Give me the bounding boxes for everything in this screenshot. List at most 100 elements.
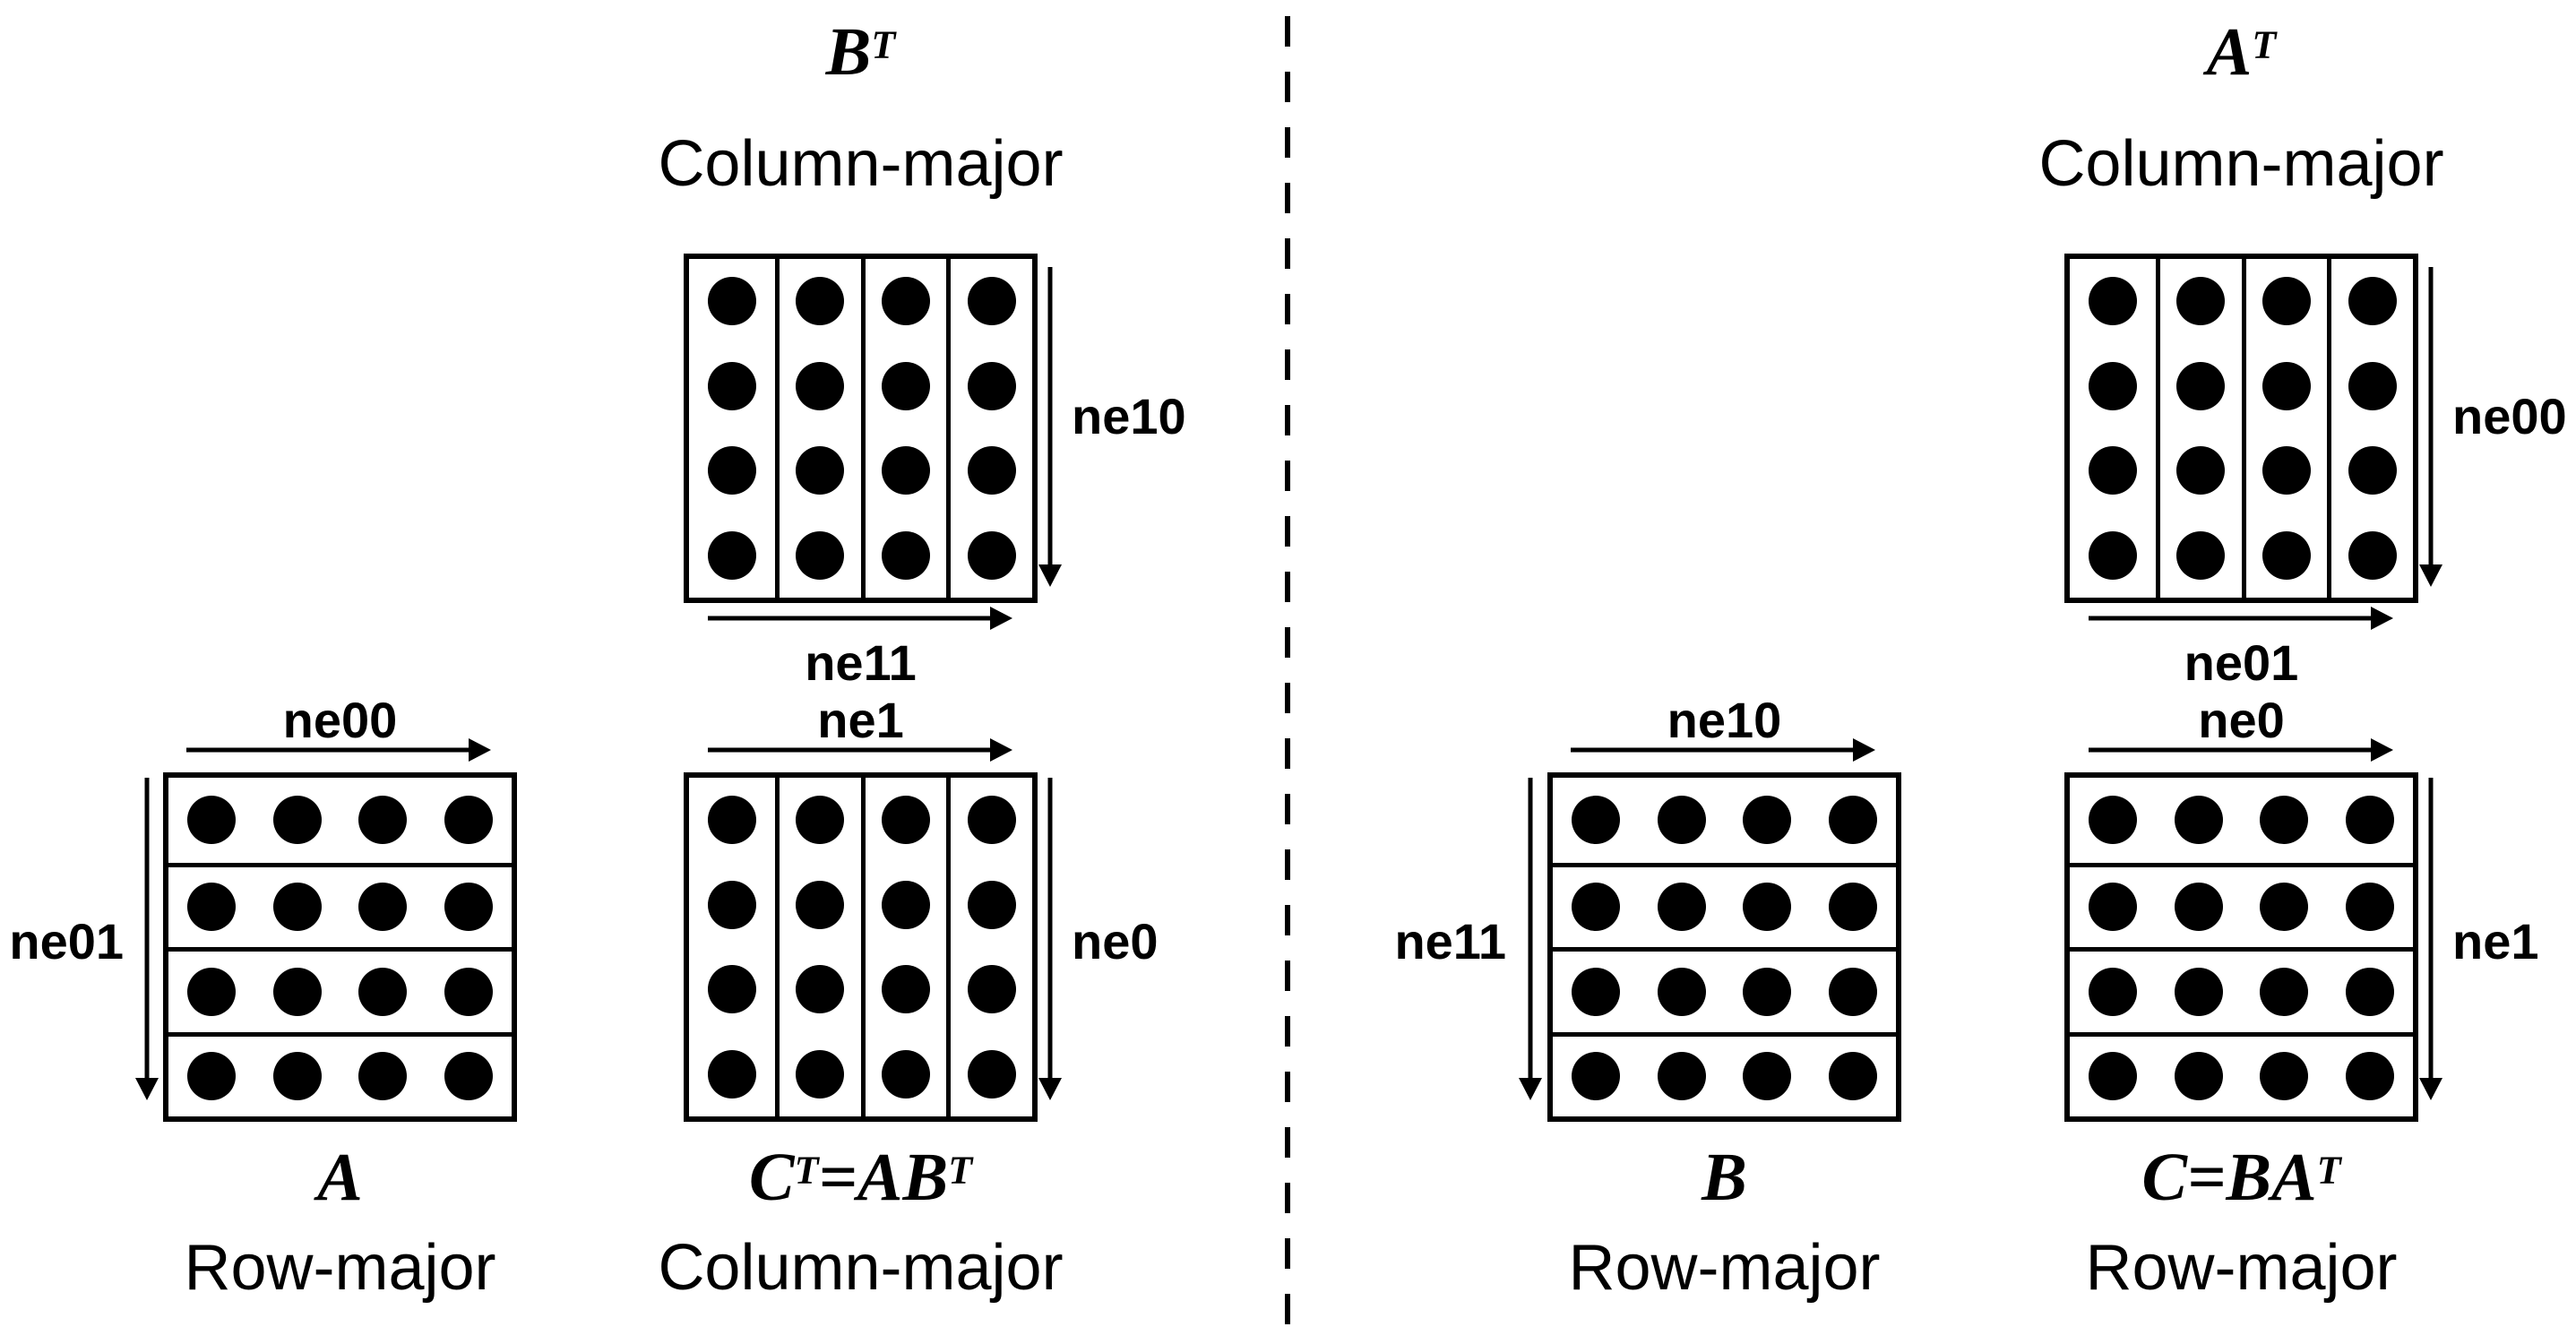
matrix-element-dot xyxy=(707,361,756,410)
matrix-name-text: B xyxy=(825,14,872,90)
matrix-element-dot xyxy=(2174,1052,2223,1101)
matrix-element-dot xyxy=(1829,967,1878,1016)
matrix-element-dot xyxy=(1829,1052,1878,1101)
matrix-element-dot xyxy=(967,880,1016,929)
matrix-element-dot xyxy=(2262,361,2311,410)
matrix-name-text: A xyxy=(317,1140,363,1215)
matrix-element-dot xyxy=(2088,967,2137,1016)
matrix-row-strip xyxy=(168,778,512,863)
matrix-element-dot xyxy=(186,1052,236,1101)
matrix-column-strip xyxy=(774,259,861,598)
matrix-element-dot xyxy=(2260,1052,2309,1101)
matrix-grid-c xyxy=(2064,772,2418,1122)
matrix-element-dot xyxy=(1657,796,1706,845)
matrix-element-dot xyxy=(707,277,756,326)
matrix-element-dot xyxy=(358,967,408,1016)
matrix-column-strip xyxy=(2070,259,2156,598)
matrix-element-dot xyxy=(272,883,322,932)
matrix-element-dot xyxy=(444,1052,494,1101)
matrix-element-dot xyxy=(796,1049,845,1098)
matrix-element-dot xyxy=(2260,796,2309,845)
matrix-element-dot xyxy=(2174,967,2223,1016)
matrix-element-dot xyxy=(707,530,756,580)
arrow-down-ne00-a-transpose xyxy=(2417,267,2444,587)
matrix-element-dot xyxy=(2348,530,2397,580)
matrix-element-dot xyxy=(967,530,1016,580)
matrix-element-dot xyxy=(881,530,930,580)
matrix-element-dot xyxy=(1657,967,1706,1016)
transpose-superscript: T xyxy=(2316,1148,2341,1193)
matrix-element-dot xyxy=(2346,883,2395,932)
matrix-column-strip xyxy=(2155,259,2242,598)
dim-label-ne00-a-transpose: ne00 xyxy=(2452,388,2567,444)
dim-label-ne01-a-transpose: ne01 xyxy=(2184,634,2299,691)
matrix-element-dot xyxy=(2174,883,2223,932)
matrix-name-text: =AB xyxy=(818,1140,949,1215)
matrix-element-dot xyxy=(444,967,494,1016)
matrix-column-strip xyxy=(2241,259,2328,598)
matrix-element-dot xyxy=(707,446,756,495)
arrow-right-ne01-a-transpose xyxy=(2089,605,2393,632)
matrix-name-b-transpose: BT xyxy=(684,18,1038,86)
matrix-element-dot xyxy=(272,796,322,845)
matrix-element-dot xyxy=(1829,796,1878,845)
matrix-element-dot xyxy=(186,967,236,1016)
matrix-element-dot xyxy=(2262,530,2311,580)
matrix-element-dot xyxy=(881,361,930,410)
matrix-element-dot xyxy=(2348,446,2397,495)
matrix-element-dot xyxy=(2262,446,2311,495)
arrow-right-ne0-c xyxy=(2089,737,2393,763)
matrix-element-dot xyxy=(881,277,930,326)
matrix-element-dot xyxy=(707,965,756,1014)
matrix-element-dot xyxy=(796,277,845,326)
matrix-row-strip xyxy=(1553,862,1896,948)
arrow-down-ne1-c xyxy=(2417,778,2444,1100)
matrix-element-dot xyxy=(444,796,494,845)
matrix-row-strip xyxy=(1553,947,1896,1032)
matrix-element-dot xyxy=(796,361,845,410)
matrix-column-strip xyxy=(860,778,947,1116)
dim-label-ne01-a: ne01 xyxy=(9,913,124,969)
matrix-name-c-transpose: CT=ABT xyxy=(639,1143,1082,1211)
matrix-element-dot xyxy=(2088,1052,2137,1101)
matrix-element-dot xyxy=(2174,796,2223,845)
matrix-element-dot xyxy=(186,883,236,932)
arrow-down-ne0-c-transpose xyxy=(1037,778,1064,1100)
matrix-row-strip xyxy=(168,1031,512,1117)
matrix-element-dot xyxy=(1571,1052,1620,1101)
arrow-down-ne11-b xyxy=(1517,778,1544,1100)
layout-label-a: Row-major xyxy=(184,1232,496,1304)
matrix-row-strip xyxy=(2070,947,2413,1032)
matrix-element-dot xyxy=(881,880,930,929)
matrix-element-dot xyxy=(1743,1052,1792,1101)
matrix-element-dot xyxy=(796,796,845,845)
matrix-element-dot xyxy=(881,796,930,845)
matrix-name-text: B xyxy=(1702,1140,1747,1215)
matrix-column-strip xyxy=(689,259,775,598)
arrow-right-ne11-b-transpose xyxy=(708,605,1012,632)
layout-label-b: Row-major xyxy=(1568,1232,1881,1304)
matrix-element-dot xyxy=(2346,967,2395,1016)
matrix-element-dot xyxy=(881,1049,930,1098)
matrix-element-dot xyxy=(444,883,494,932)
matrix-grid-b xyxy=(1547,772,1901,1122)
matrix-element-dot xyxy=(796,530,845,580)
matrix-element-dot xyxy=(2176,446,2226,495)
matrix-column-strip xyxy=(946,259,1032,598)
matrix-element-dot xyxy=(272,967,322,1016)
transpose-superscript: T xyxy=(948,1148,973,1193)
matrix-element-dot xyxy=(967,361,1016,410)
matrix-element-dot xyxy=(2262,277,2311,326)
matrix-element-dot xyxy=(1571,796,1620,845)
matrix-column-strip xyxy=(774,778,861,1116)
dim-label-ne1-c: ne1 xyxy=(2452,913,2539,969)
matrix-element-dot xyxy=(1743,967,1792,1016)
matrix-grid-a-transpose xyxy=(2064,254,2418,603)
matrix-column-strip xyxy=(860,259,947,598)
matrix-element-dot xyxy=(796,880,845,929)
matrix-element-dot xyxy=(1829,883,1878,932)
matrix-element-dot xyxy=(358,883,408,932)
arrow-down-ne01-a xyxy=(134,778,160,1100)
matrix-element-dot xyxy=(2346,796,2395,845)
matrix-element-dot xyxy=(358,1052,408,1101)
